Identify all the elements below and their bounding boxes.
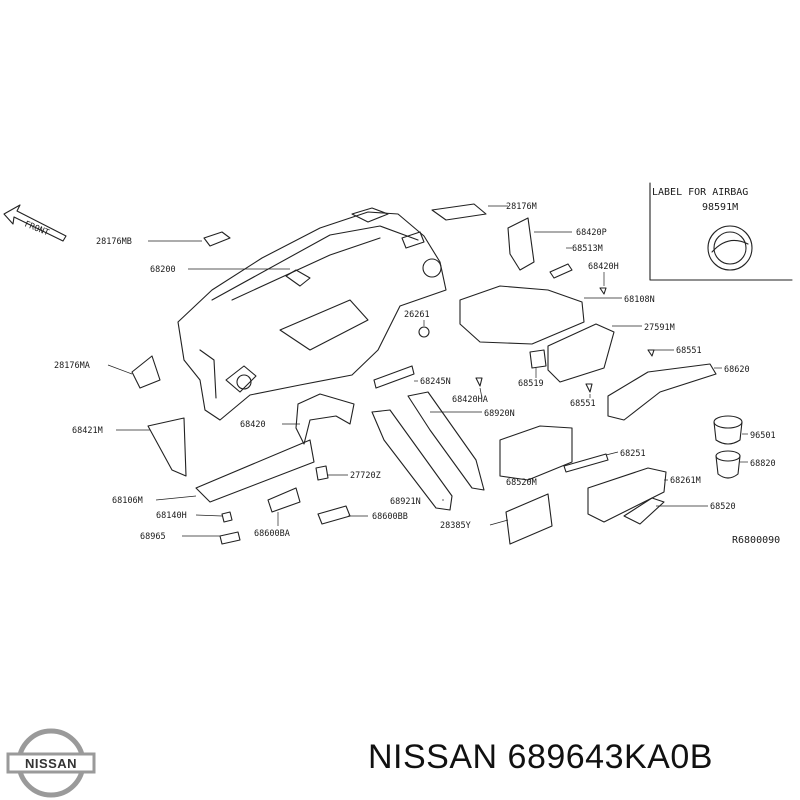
lamp-68251 [563, 453, 609, 473]
panel-28385y [505, 493, 553, 545]
part-label: 68420P [576, 228, 607, 238]
part-label: 68600BA [254, 529, 290, 539]
reference-code: R6800090 [732, 535, 780, 546]
fastener-26261 [418, 326, 430, 338]
part-label: 28176MA [54, 361, 90, 371]
airbag-label-icon [707, 225, 753, 271]
part-label: 26261 [404, 310, 430, 320]
part-label: 68921N [390, 497, 421, 507]
part-label: 28176M [506, 202, 537, 212]
part-label: 68245N [420, 377, 451, 387]
cover-28176mb [203, 231, 231, 247]
logo-text: NISSAN [25, 756, 77, 771]
part-label: 27720Z [350, 471, 381, 481]
part-label: 68551 [570, 399, 596, 409]
part-label: 68420HA [452, 395, 488, 405]
cluster-lid-68420 [295, 393, 355, 445]
bracket-68519 [529, 349, 547, 369]
part-label: 68520 [710, 502, 736, 512]
part-label: 68421M [72, 426, 103, 436]
part-label: 68420H [588, 262, 619, 272]
side-cover-68421m [147, 417, 187, 477]
part-label: 68520M [506, 478, 537, 488]
trim-68420p [507, 217, 535, 271]
part-number-caption: NISSAN 689643KA0B [368, 738, 713, 776]
part-label: 68108N [624, 295, 655, 305]
clip-68140h [221, 511, 233, 523]
fastener-68420ha [475, 377, 483, 387]
glove-box-68108n [459, 285, 585, 345]
screw-68965 [219, 531, 241, 545]
part-label: 68965 [140, 532, 166, 542]
finisher-68921n [371, 409, 453, 511]
bezel-68520m [499, 425, 573, 481]
part-label: 68820 [750, 459, 776, 469]
bracket-68600bb [317, 505, 351, 525]
finisher-68920n [407, 391, 485, 491]
part-label: 68200 [150, 265, 176, 275]
part-label: 68551 [676, 346, 702, 356]
lower-cover-68106m [195, 439, 315, 503]
fastener-68551-lower [585, 383, 593, 393]
trim-68620 [607, 363, 717, 421]
part-label: 68140H [156, 511, 187, 521]
part-label: 68519 [518, 379, 544, 389]
part-label: 68261M [670, 476, 701, 486]
instrument-panel [177, 207, 447, 421]
bracket-68600ba [267, 487, 301, 513]
finisher-68520 [623, 497, 665, 525]
part-label: 68920N [484, 409, 515, 419]
part-label: 68420 [240, 420, 266, 430]
finisher-68261m [587, 467, 667, 523]
part-label: 68251 [620, 449, 646, 459]
fastener-68551-upper [647, 349, 655, 357]
nissan-logo: NISSAN [6, 728, 96, 798]
airbag-label-title: LABEL FOR AIRBAG [652, 187, 748, 198]
part-label: 68106M [112, 496, 143, 506]
glove-box-lid-27591m [547, 323, 615, 383]
fastener-68420h [599, 287, 607, 295]
front-arrow-icon [3, 204, 67, 242]
part-label: 28176MB [96, 237, 132, 247]
cup-holder-68820 [715, 450, 741, 479]
cup-holder-96501 [713, 415, 743, 445]
part-label: 27591M [644, 323, 675, 333]
cover-28176ma [131, 355, 161, 389]
rod-68513m [549, 263, 573, 279]
panel-28176m [431, 203, 487, 221]
airbag-label-box [649, 182, 793, 281]
part-label: 28385Y [440, 521, 471, 531]
part-label: 68620 [724, 365, 750, 375]
part-label: 96501 [750, 431, 776, 441]
part-label: 68513M [572, 244, 603, 254]
front-label: FRONT [23, 220, 50, 239]
airbag-label-part: 98591M [702, 202, 738, 213]
clip-27720z [315, 465, 329, 481]
part-label: 68600BB [372, 512, 408, 522]
strip-68245n [373, 365, 415, 389]
